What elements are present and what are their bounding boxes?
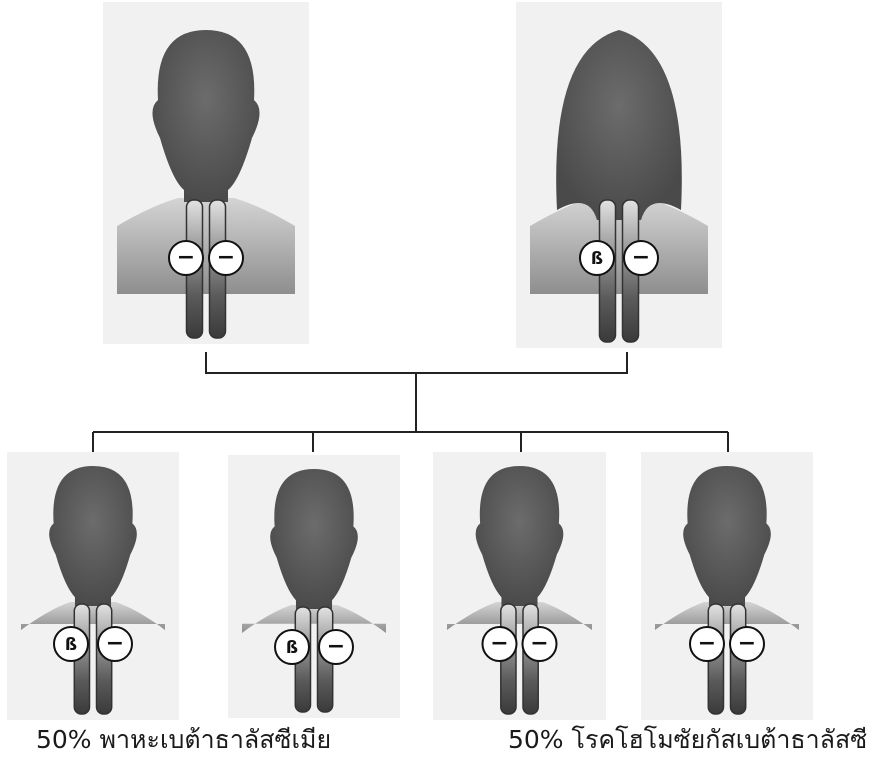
father-allele-1: −	[169, 241, 203, 275]
child-2-allele-1: ß	[275, 630, 309, 664]
child-4-allele-2-label: −	[738, 631, 756, 656]
child-1-allele-2: −	[98, 627, 132, 661]
father-shoulders	[117, 198, 295, 294]
child-2-panel: ß−	[228, 455, 400, 718]
child-3-allele-1-label: −	[490, 631, 508, 656]
mother-allele-2: −	[624, 241, 658, 275]
child-2-allele-2: −	[319, 630, 353, 664]
child-1-allele-2-label: −	[106, 631, 124, 656]
child-1-allele-1: ß	[54, 627, 88, 661]
pedigree-lines	[93, 352, 728, 452]
child-3-panel: −−	[433, 452, 606, 720]
child-2-allele-1-label: ß	[286, 638, 298, 658]
child-3-allele-1: −	[483, 627, 517, 661]
child-1-allele-1-label: ß	[65, 635, 77, 655]
mother-allele-1-label: ß	[591, 249, 603, 269]
child-1-panel: ß−	[7, 452, 179, 720]
caption-carrier: 50% พาหะเบต้าธาลัสซีเมีย	[36, 724, 331, 756]
mother-panel: ß−	[516, 2, 722, 348]
child-3-allele-2-label: −	[530, 631, 548, 656]
mother-allele-2-label: −	[632, 245, 650, 270]
child-4-allele-1-label: −	[698, 631, 716, 656]
father-panel: −−	[103, 2, 309, 344]
child-3-allele-2: −	[523, 627, 557, 661]
father-allele-2: −	[209, 241, 243, 275]
father-allele-2-label: −	[217, 245, 235, 270]
child-2-allele-2-label: −	[327, 634, 345, 659]
father-allele-1-label: −	[177, 245, 195, 270]
child-4-allele-2: −	[730, 627, 764, 661]
mother-allele-1: ß	[580, 241, 614, 275]
child-4-allele-1: −	[690, 627, 724, 661]
parents-union-line	[206, 352, 627, 373]
caption-homozygous: 50% โรคโฮโมซัยกัสเบต้าธาลัสซีเมีย	[508, 724, 869, 756]
child-4-panel: −−	[641, 452, 813, 720]
